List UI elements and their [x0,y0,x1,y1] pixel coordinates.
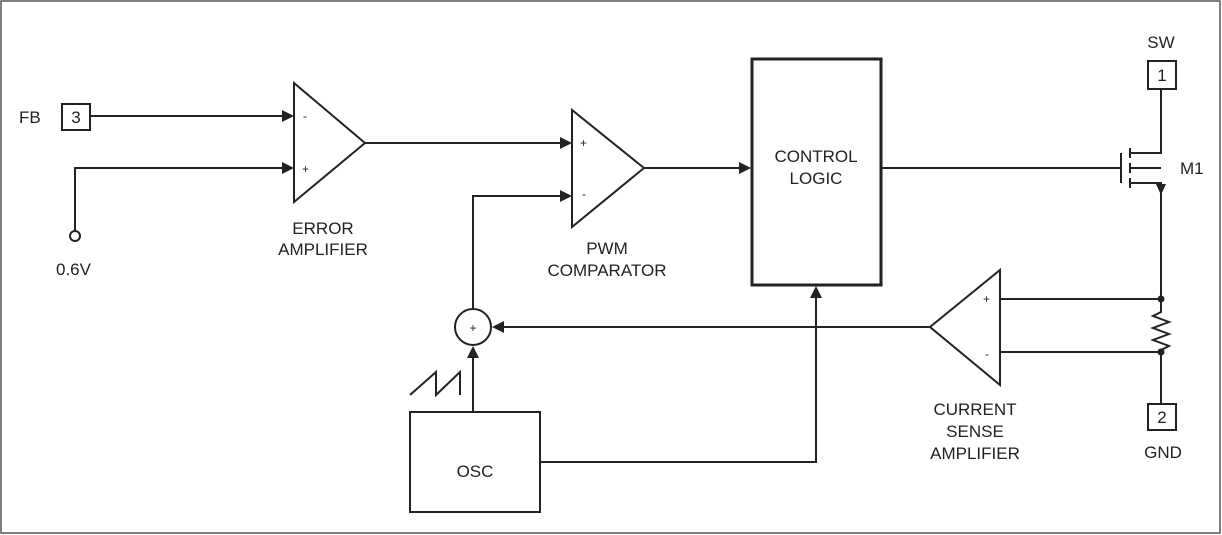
error-amp-output-arrow [560,137,572,149]
current-sense-amplifier [928,267,1001,388]
csa-plus: + [983,292,990,306]
fb-pin-label: FB [19,108,41,127]
error-amp-minus: - [303,109,307,123]
osc-clock-wire [540,297,817,463]
error-amp-label-2: AMPLIFIER [278,240,368,259]
mosfet-source-arrow [1156,184,1166,195]
csa-minus: - [985,347,989,361]
sw-pin-label: SW [1147,33,1174,52]
gnd-pin-label: GND [1144,443,1182,462]
csa-label-3: AMPLIFIER [930,444,1020,463]
pwm-output-arrow [739,162,751,174]
reference-wire [74,167,284,231]
csa-output-arrow [492,321,504,333]
sw-pin-number: 1 [1157,66,1166,85]
reference-arrow [282,162,294,174]
error-amplifier [293,80,367,205]
pwm-minus: - [582,187,586,201]
sw-pin-box [1147,60,1177,90]
oscillator-label: OSC [457,462,494,481]
error-amp-label-1: ERROR [292,219,353,238]
pwm-comparator [571,107,646,230]
osc-clock-arrow [810,286,822,298]
mosfet-source-wire [1130,182,1162,299]
csa-label-2: SENSE [946,422,1004,441]
pwm-label-2: COMPARATOR [547,261,666,280]
pwm-plus: + [580,136,587,150]
control-logic-block [750,57,883,287]
control-logic-label-2: LOGIC [790,169,843,188]
reference-terminal [69,230,81,242]
gnd-pin-number: 2 [1157,408,1166,427]
error-amp-plus: + [302,162,309,176]
reference-label: 0.6V [56,260,92,279]
fb-pin-number: 3 [71,108,80,127]
ramp-feedback-arrow [560,190,572,202]
mosfet-label: M1 [1180,159,1204,178]
gnd-pin-box [1147,403,1177,431]
control-logic-label-1: CONTROL [774,147,857,166]
osc-ramp-arrow [467,346,479,358]
summing-symbol: + [469,321,476,335]
sense-resistor [1150,299,1172,352]
ramp-feedback-wire [472,195,562,309]
csa-label-1: CURRENT [933,400,1016,419]
pwm-label-1: PWM [586,239,628,258]
mosfet-drain-wire [1130,89,1162,154]
fb-arrow [282,110,294,122]
sawtooth-icon [409,369,461,398]
